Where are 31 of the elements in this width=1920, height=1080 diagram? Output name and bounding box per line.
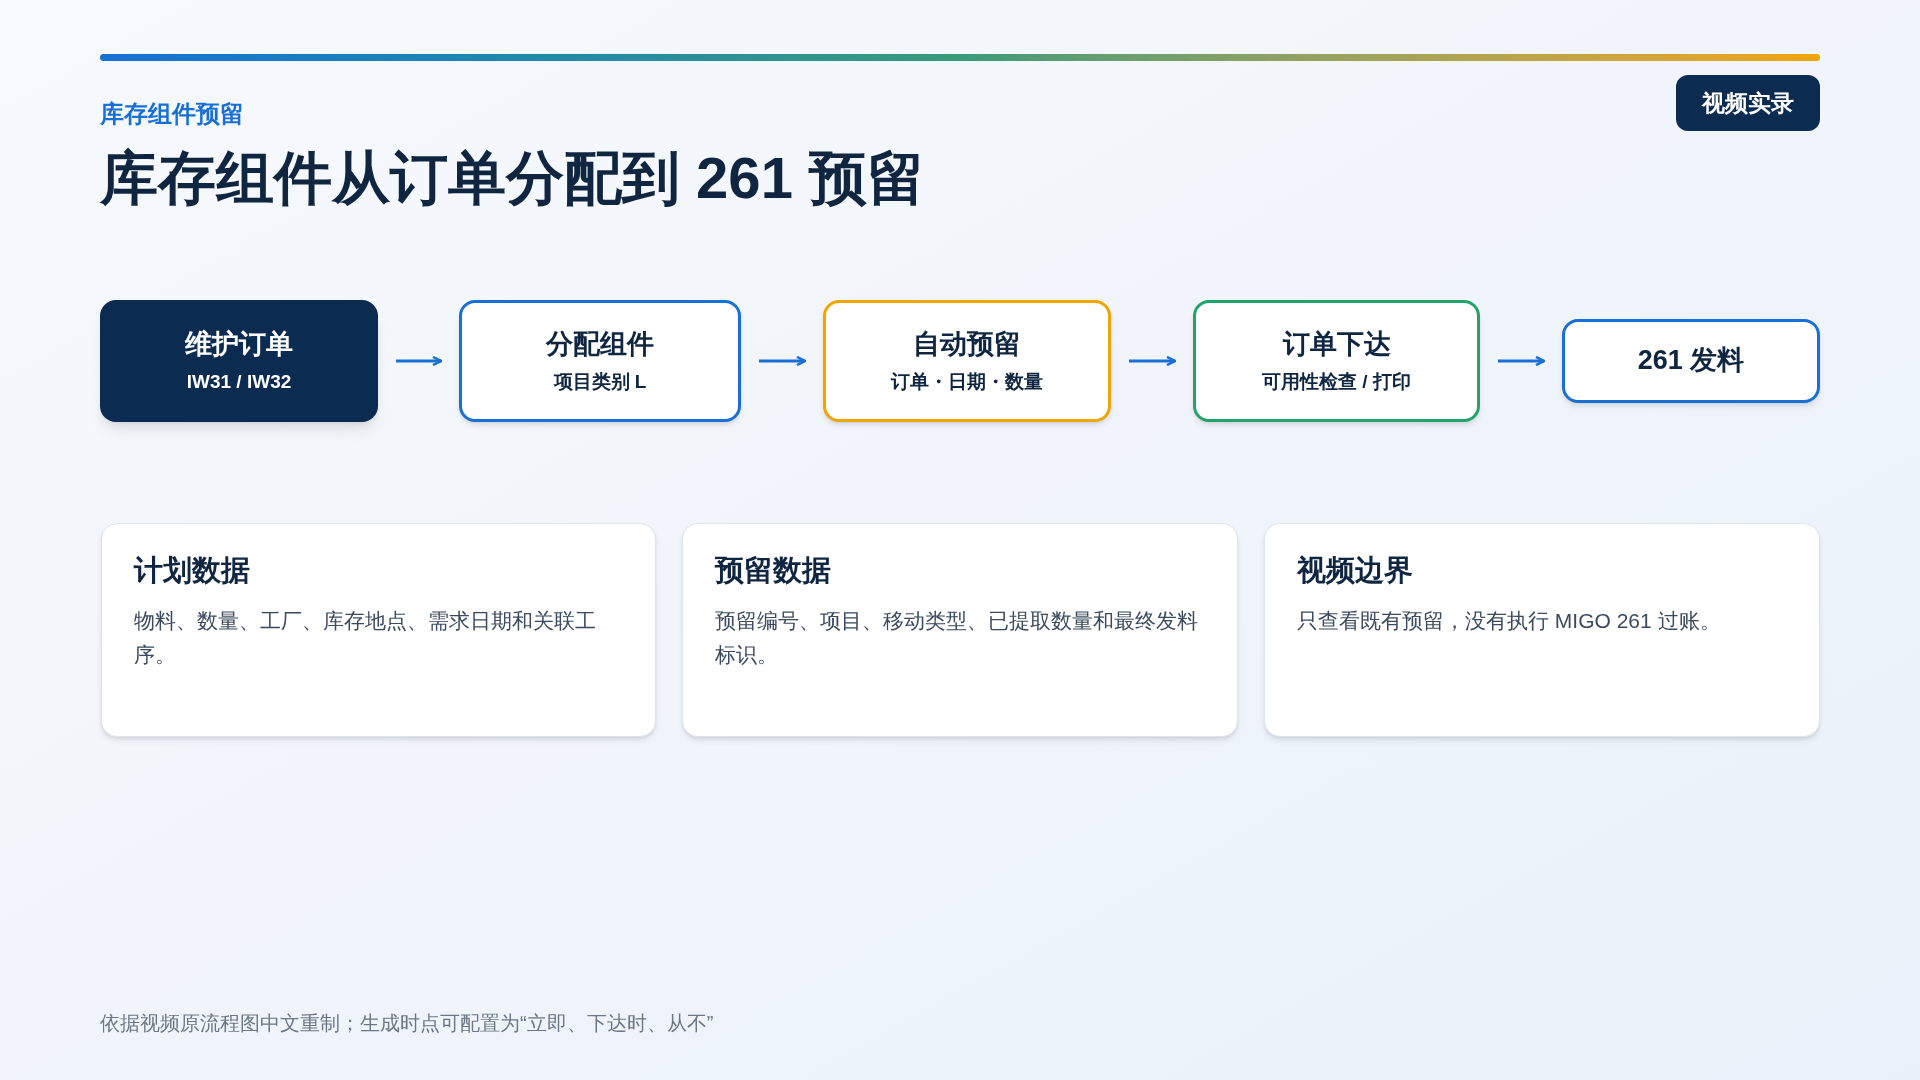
step-title: 维护订单: [185, 328, 293, 362]
info-card: [1264, 523, 1820, 737]
step-subtitle: 项目类别 L: [553, 370, 647, 394]
step-title: 261 发料: [1637, 344, 1745, 378]
arrow: [759, 355, 807, 367]
page-title: 库存组件从订单分配到 261 预留: [100, 144, 925, 212]
step-subtitle: 订单・日期・数量: [891, 370, 1043, 394]
arrow: [1129, 355, 1177, 367]
step-title: 自动预留: [913, 328, 1021, 362]
badge: 视频实录: [1676, 75, 1820, 131]
step-title: 订单下达: [1282, 328, 1391, 362]
info-card: [101, 523, 656, 737]
eyebrow-heading: 库存组件预留: [100, 99, 244, 129]
card-body: 物料、数量、工厂、库存地点、需求日期和关联工序。: [134, 608, 597, 669]
process-box: [1562, 319, 1820, 403]
step-title: 分配组件: [546, 328, 654, 362]
card-body: 预留编号、项目、移动类型、已提取数量和最终发料标识。: [715, 608, 1199, 669]
footnote: 依据视频原流程图中文重制；生成时点可配置为“立即、下达时、从不”: [100, 1011, 714, 1036]
process-box: [459, 300, 741, 422]
step-subtitle: IW31 / IW32: [186, 370, 292, 394]
arrow: [1498, 355, 1546, 367]
card-heading: 预留数据: [715, 553, 832, 588]
arrow: [396, 355, 443, 367]
card-heading: 计划数据: [134, 553, 251, 588]
card-body: 只查看既有预留，没有执行 MIGO 261 过账。: [1297, 608, 1722, 635]
info-card: [682, 523, 1238, 737]
process-box: [100, 300, 378, 422]
step-subtitle: 可用性检查 / 打印: [1262, 370, 1411, 394]
card-heading: 视频边界: [1297, 553, 1414, 588]
process-box: [823, 300, 1111, 422]
process-box: [1193, 300, 1480, 422]
